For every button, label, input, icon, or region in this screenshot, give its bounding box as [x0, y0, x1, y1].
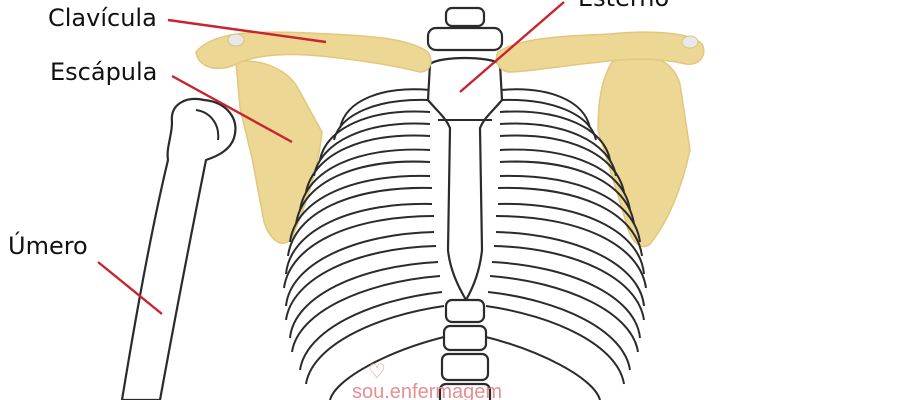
watermark-text: sou.enfermagem [352, 381, 502, 400]
left-ribs [283, 88, 449, 400]
label-humerus: Úmero [8, 230, 88, 260]
right-scapula [597, 54, 691, 248]
cervical-vertebrae [426, 6, 504, 52]
humerus-bone [120, 97, 237, 400]
spine [438, 298, 492, 400]
ribcage [283, 88, 647, 400]
sternum-bone [426, 56, 504, 302]
left-clavicle [195, 31, 432, 73]
left-scapula [235, 60, 323, 244]
humerus-leader-line [97, 261, 163, 315]
right-clavicle [495, 31, 705, 73]
label-sternum: Esterno [578, 0, 669, 12]
label-clavicle: Clavícula [48, 4, 157, 32]
right-ac-joint [681, 35, 699, 49]
right-ribs [481, 88, 647, 400]
sternum-leader-line [459, 1, 565, 93]
label-scapula: Escápula [50, 58, 157, 86]
left-ac-joint [227, 33, 245, 47]
clavicle-leader-line [167, 18, 327, 44]
watermark-glyph: ♡ [368, 361, 386, 383]
humeral-head-line [195, 109, 220, 141]
scapula-leader-line [171, 74, 293, 144]
